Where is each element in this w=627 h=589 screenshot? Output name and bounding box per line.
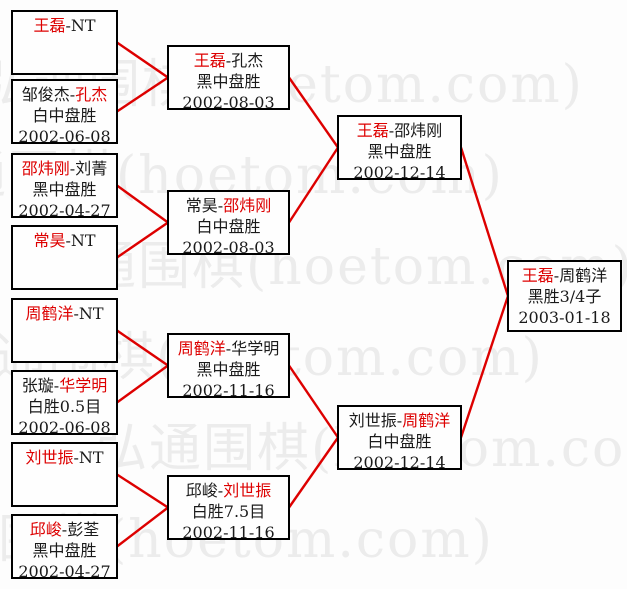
- match-box-r2-3: 周鹤洋-华学明 黑中盘胜 2002-11-16: [167, 333, 290, 400]
- match-players: 邵炜刚-刘菁: [13, 158, 116, 179]
- player-name: 邹俊杰-: [21, 85, 76, 104]
- match-result: 黑中盘胜: [32, 180, 97, 199]
- match-players: 常昊-NT: [13, 230, 116, 251]
- player-name-winner: 孔杰: [75, 85, 108, 104]
- match-result: 黑中盘胜: [196, 360, 261, 379]
- match-box-r2-1: 王磊-孔杰 黑中盘胜 2002-08-03: [167, 45, 290, 112]
- player-name-winner: 王磊: [33, 16, 66, 35]
- match-box-r1-4: 常昊-NT: [11, 225, 118, 290]
- match-date: 2002-11-16: [182, 381, 275, 400]
- match-box-r1-2: 邹俊杰-孔杰 白中盘胜 2002-06-08: [11, 79, 118, 146]
- player-name: -刘菁: [69, 159, 108, 178]
- player-name-winner: 刘世振: [223, 481, 272, 500]
- player-name-winner: 刘世振: [25, 448, 74, 467]
- match-date: 2002-12-14: [353, 163, 446, 182]
- player-name-winner: 王磊: [193, 51, 226, 70]
- player-name-winner: 王磊: [356, 121, 389, 140]
- match-box-r1-7: 刘世振-NT: [11, 442, 118, 507]
- match-box-r1-1: 王磊-NT: [11, 10, 118, 75]
- match-players: 邹俊杰-孔杰: [13, 84, 116, 105]
- player-name-winner: 周鹤洋: [25, 304, 74, 323]
- match-result: 黑胜3/4子: [527, 287, 602, 306]
- match-date: 2003-01-18: [518, 308, 611, 327]
- match-box-sf-2: 刘世振-周鹤洋 白中盘胜 2002-12-14: [337, 405, 462, 472]
- match-players: 刘世振-NT: [13, 447, 116, 468]
- match-players: 刘世振-周鹤洋: [339, 410, 460, 431]
- player-name-winner: 王磊: [521, 266, 554, 285]
- match-players: 王磊-周鹤洋: [509, 265, 620, 286]
- match-box-r1-8: 邱峻-彭荃 黑中盘胜 2002-04-27: [11, 514, 118, 581]
- match-result: 黑中盘胜: [367, 142, 432, 161]
- match-box-sf-1: 王磊-邵炜刚 黑中盘胜 2002-12-14: [337, 115, 462, 182]
- match-result: 白中盘胜: [196, 217, 261, 236]
- player-name: -NT: [73, 304, 104, 323]
- player-name: -彭荃: [61, 520, 100, 539]
- player-name: 刘世振-: [348, 411, 403, 430]
- match-players: 王磊-NT: [13, 15, 116, 36]
- match-date: 2002-04-27: [18, 201, 111, 220]
- match-result: 白中盘胜: [32, 106, 97, 125]
- match-players: 王磊-孔杰: [169, 50, 288, 71]
- match-result: 白胜0.5目: [27, 397, 102, 416]
- match-date: 2002-11-16: [182, 523, 275, 542]
- match-box-r2-2: 常昊-邵炜刚 白中盘胜 2002-08-03: [167, 190, 290, 257]
- player-name: -NT: [65, 16, 96, 35]
- player-name: 张璇-: [21, 376, 60, 395]
- match-players: 周鹤洋-NT: [13, 303, 116, 324]
- match-box-final: 王磊-周鹤洋 黑胜3/4子 2003-01-18: [507, 260, 622, 332]
- player-name: 邱峻-: [185, 481, 224, 500]
- match-players: 邱峻-刘世振: [169, 480, 288, 501]
- match-result: 黑中盘胜: [32, 541, 97, 560]
- player-name-winner: 邵炜刚: [223, 196, 272, 215]
- player-name: -NT: [73, 448, 104, 467]
- player-name-winner: 邱峻: [29, 520, 62, 539]
- match-result: 黑中盘胜: [196, 72, 261, 91]
- match-date: 2002-12-14: [353, 453, 446, 472]
- match-players: 王磊-邵炜刚: [339, 120, 460, 141]
- player-name: -孔杰: [225, 51, 264, 70]
- player-name: -NT: [65, 231, 96, 250]
- match-players: 张璇-华学明: [13, 375, 116, 396]
- player-name: -周鹤洋: [553, 266, 608, 285]
- match-box-r1-6: 张璇-华学明 白胜0.5目 2002-06-08: [11, 370, 118, 437]
- match-result: 白中盘胜: [367, 432, 432, 451]
- player-name: 常昊-: [185, 196, 224, 215]
- match-result: 白胜7.5目: [191, 502, 266, 521]
- player-name-winner: 周鹤洋: [177, 339, 226, 358]
- match-date: 2002-04-27: [18, 562, 111, 581]
- match-date: 2002-08-03: [182, 238, 275, 257]
- match-box-r2-4: 邱峻-刘世振 白胜7.5目 2002-11-16: [167, 475, 290, 542]
- player-name-winner: 常昊: [33, 231, 66, 250]
- player-name-winner: 邵炜刚: [21, 159, 70, 178]
- match-players: 常昊-邵炜刚: [169, 195, 288, 216]
- match-date: 2002-06-08: [18, 418, 111, 437]
- match-date: 2002-08-03: [182, 93, 275, 112]
- player-name: -华学明: [225, 339, 280, 358]
- player-name: -邵炜刚: [388, 121, 443, 140]
- match-box-r1-5: 周鹤洋-NT: [11, 298, 118, 363]
- match-players: 邱峻-彭荃: [13, 519, 116, 540]
- match-players: 周鹤洋-华学明: [169, 338, 288, 359]
- match-date: 2002-06-08: [18, 127, 111, 146]
- player-name-winner: 华学明: [59, 376, 108, 395]
- match-box-r1-3: 邵炜刚-刘菁 黑中盘胜 2002-04-27: [11, 153, 118, 220]
- player-name-winner: 周鹤洋: [402, 411, 451, 430]
